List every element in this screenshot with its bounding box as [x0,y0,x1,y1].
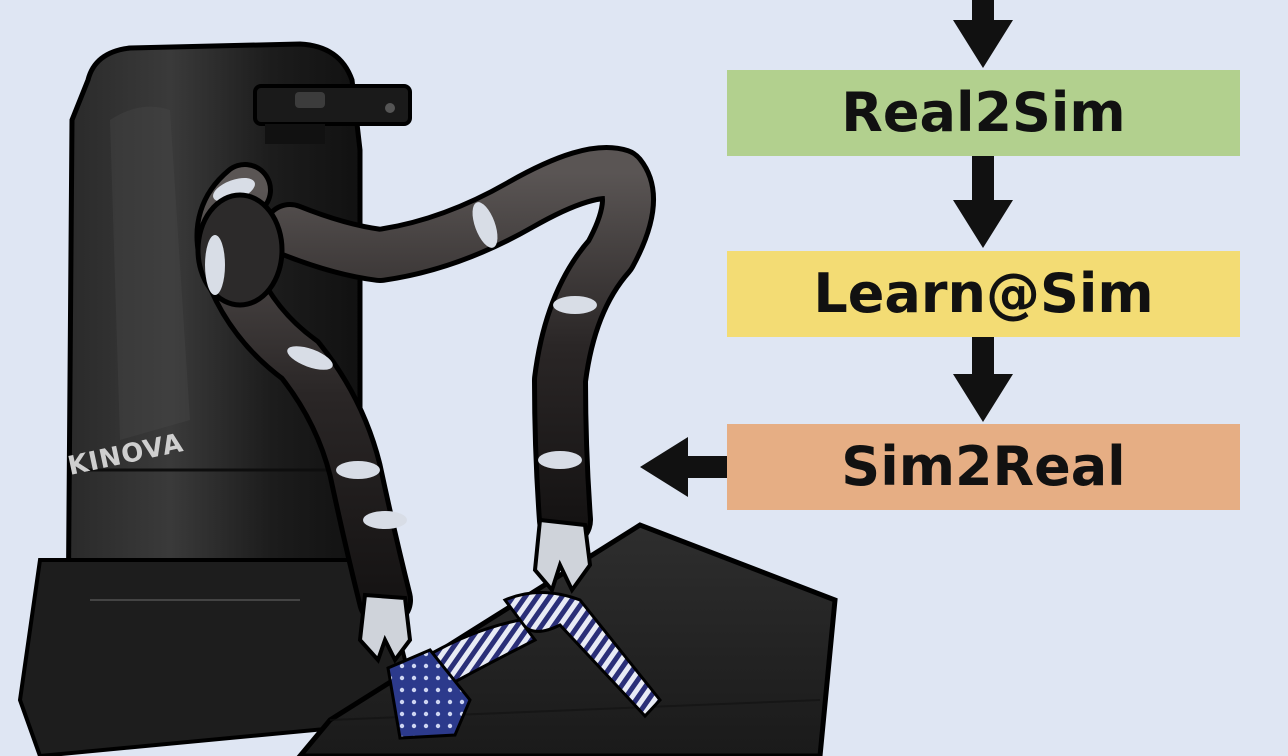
arrow-real2sim-to-learn [953,156,1013,248]
sim2real-box: Sim2Real [727,424,1240,510]
real2sim-label: Real2Sim [841,81,1126,144]
camera-head [253,84,412,144]
robot-photo: KINOVA [17,41,838,756]
sim2real-label: Sim2Real [841,435,1126,498]
shoulder [195,192,285,308]
necktie [386,591,662,740]
learn-at-sim-box: Learn@Sim [727,251,1240,337]
real2sim-box: Real2Sim [727,70,1240,156]
arrow-top [953,0,1013,68]
robot-body: KINOVA [17,41,423,756]
right-arm [262,145,656,595]
learn-at-sim-label: Learn@Sim [813,262,1154,325]
arrow-learn-to-sim2real [953,337,1013,422]
